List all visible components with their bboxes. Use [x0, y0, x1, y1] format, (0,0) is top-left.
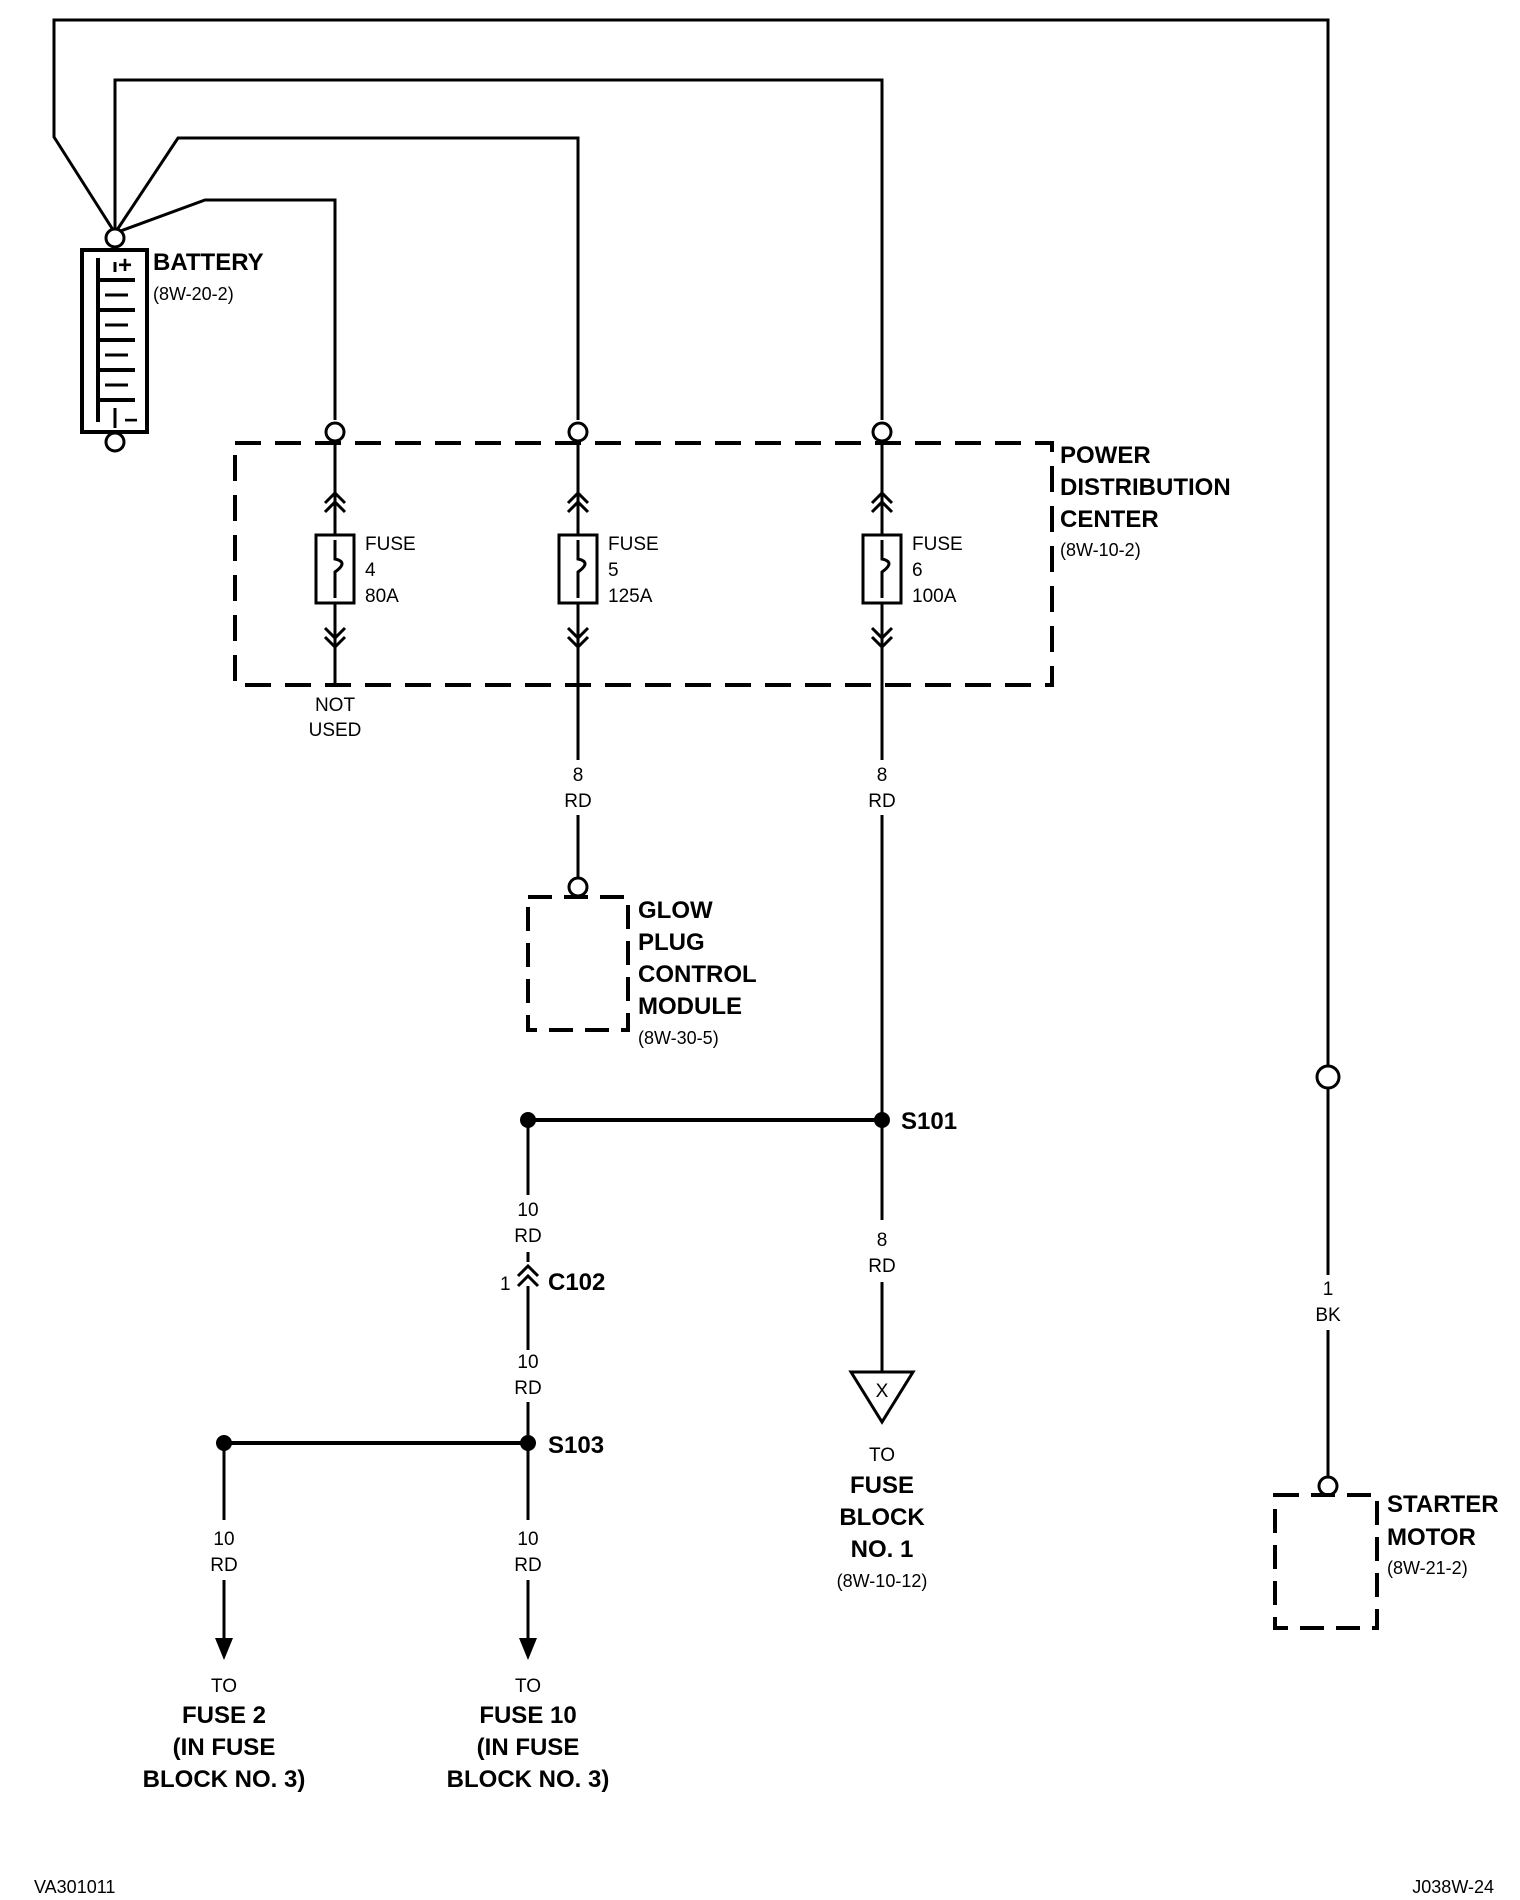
- fuse-5-label: FUSE: [608, 534, 659, 555]
- fuse-block-no1-symbol: X: [876, 1381, 889, 1402]
- s101-left-wire-gauge: 10: [517, 1200, 538, 1221]
- fuse-10-label-2: (IN FUSE: [477, 1734, 580, 1761]
- not-used-label-2: USED: [309, 720, 362, 741]
- starter-motor: STARTER MOTOR (8W-21-2): [1273, 1475, 1499, 1630]
- fuse-4-rating: 80A: [365, 586, 399, 607]
- s101-left-branch: 10 RD: [514, 1120, 542, 1262]
- power-distribution-center: POWER DISTRIBUTION CENTER (8W-10-2): [233, 441, 1231, 687]
- fuse-block-no1-ref: (8W-10-12): [837, 1571, 928, 1591]
- pdc-label-3: CENTER: [1060, 506, 1159, 533]
- footer-left-code: VA301011: [34, 1877, 115, 1897]
- starter-wire: 1 BK: [1315, 1064, 1341, 1478]
- battery-positive-terminal: [104, 227, 126, 249]
- fuse-5: FUSE 5 125A 8 RD: [557, 421, 659, 878]
- fuse-2-label-2: (IN FUSE: [173, 1734, 276, 1761]
- s103-left-wire-gauge: 10: [213, 1529, 234, 1550]
- glow-plug-control-module: GLOW PLUG CONTROL MODULE (8W-30-5): [526, 876, 757, 1048]
- s101-left-wire-color: RD: [514, 1226, 541, 1247]
- fuse-5-number: 5: [608, 560, 619, 581]
- fuse-6-wire-color: RD: [868, 791, 895, 812]
- starter-motor-label-1: STARTER: [1387, 1491, 1499, 1518]
- fuse-4: FUSE 4 80A NOT USED: [309, 421, 416, 741]
- c102-below-wire-color: RD: [514, 1378, 541, 1399]
- s103-down-wire-gauge: 10: [517, 1529, 538, 1550]
- s101-down-wire-gauge: 8: [877, 1230, 888, 1251]
- fuse-block-no1-label-1: FUSE: [850, 1472, 914, 1499]
- c102-below-wire-gauge: 10: [517, 1352, 538, 1373]
- fuse-5-rating: 125A: [608, 586, 653, 607]
- fuse-10-to: TO: [515, 1676, 541, 1697]
- s101-down-wire-color: RD: [868, 1256, 895, 1277]
- fuse-2-label-1: FUSE 2: [182, 1702, 266, 1729]
- fuse-5-wire-color: RD: [564, 791, 591, 812]
- fuse-block-no1-destination: X TO FUSE BLOCK NO. 1 (8W-10-12): [837, 1370, 928, 1591]
- s101-label: S101: [901, 1108, 957, 1135]
- starter-motor-ref: (8W-21-2): [1387, 1558, 1468, 1578]
- pdc-label-2: DISTRIBUTION: [1060, 474, 1231, 501]
- splice-s103: S103: [216, 1432, 604, 1459]
- fuse-block-no1-to: TO: [869, 1445, 895, 1466]
- connector-c102: 1 C102 10 RD: [500, 1263, 605, 1443]
- fuse-2-to: TO: [211, 1676, 237, 1697]
- fuse-block-no1-label-3: NO. 1: [851, 1536, 914, 1563]
- fuse-4-label: FUSE: [365, 534, 416, 555]
- starter-motor-label-2: MOTOR: [1387, 1524, 1476, 1551]
- s103-left-wire-color: RD: [210, 1555, 237, 1576]
- fuse-2-destination: TO FUSE 2 (IN FUSE BLOCK NO. 3): [143, 1676, 306, 1793]
- battery: + − BATTERY (8W-20-2): [80, 227, 264, 453]
- starter-wire-gauge: 1: [1323, 1279, 1334, 1300]
- s103-down-branch: 10 RD: [514, 1443, 542, 1660]
- fuse-6-wire-gauge: 8: [877, 765, 888, 786]
- fuse-6-rating: 100A: [912, 586, 957, 607]
- c102-label: C102: [548, 1269, 605, 1296]
- fuse-block-no1-label-2: BLOCK: [839, 1504, 925, 1531]
- fuse-10-destination: TO FUSE 10 (IN FUSE BLOCK NO. 3): [447, 1676, 610, 1793]
- s103-label: S103: [548, 1432, 604, 1459]
- splice-s101: S101: [520, 1108, 957, 1135]
- glow-plug-label-3: CONTROL: [638, 961, 757, 988]
- s103-left-branch: 10 RD: [210, 1443, 238, 1660]
- fuse-10-label-1: FUSE 10: [479, 1702, 576, 1729]
- glow-plug-label-2: PLUG: [638, 929, 705, 956]
- fuse-5-wire-gauge: 8: [573, 765, 584, 786]
- battery-negative-terminal: [104, 431, 126, 453]
- fuse-6: FUSE 6 100A 8 RD: [861, 421, 963, 1120]
- battery-plus-sign: +: [118, 252, 132, 279]
- starter-wire-color: BK: [1315, 1305, 1341, 1326]
- pdc-label-1: POWER: [1060, 442, 1151, 469]
- s103-down-wire-color: RD: [514, 1555, 541, 1576]
- pdc-ref: (8W-10-2): [1060, 540, 1141, 560]
- fuse-10-label-3: BLOCK NO. 3): [447, 1766, 610, 1793]
- s101-down-branch: 8 RD: [868, 1120, 896, 1372]
- not-used-label-1: NOT: [315, 695, 356, 716]
- glow-plug-label-4: MODULE: [638, 993, 742, 1020]
- glow-plug-label-1: GLOW: [638, 897, 713, 924]
- fuse-6-label: FUSE: [912, 534, 963, 555]
- glow-plug-ref: (8W-30-5): [638, 1028, 719, 1048]
- battery-feed-wires: [52, 18, 1330, 1065]
- footer-right-code: J038W-24: [1412, 1877, 1494, 1897]
- battery-ref: (8W-20-2): [153, 284, 234, 304]
- fuse-4-number: 4: [365, 560, 376, 581]
- fuse-6-number: 6: [912, 560, 923, 581]
- battery-minus-sign: −: [124, 407, 138, 434]
- fuse-2-label-3: BLOCK NO. 3): [143, 1766, 306, 1793]
- c102-pin: 1: [500, 1274, 511, 1295]
- battery-label: BATTERY: [153, 249, 264, 276]
